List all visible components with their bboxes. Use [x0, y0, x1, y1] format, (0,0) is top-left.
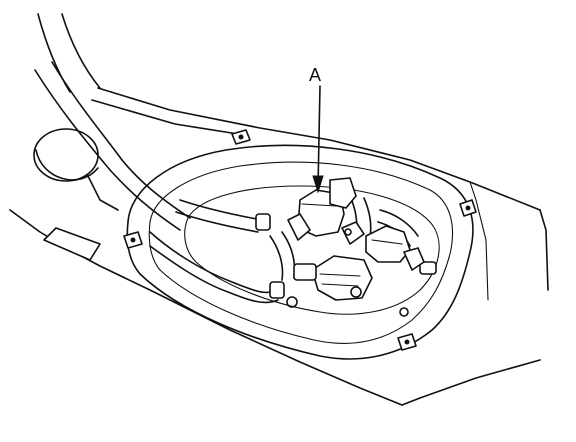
return-fitting [341, 221, 425, 271]
seat-mount-boss [33, 128, 99, 182]
bolt [459, 199, 477, 217]
callout-leader [312, 85, 324, 194]
callout-label-a: A [309, 65, 322, 85]
sender-connector [293, 255, 373, 301]
connector-a [269, 177, 357, 281]
side-rail [34, 61, 191, 231]
hose-clamps [255, 213, 437, 299]
bolt [123, 231, 143, 249]
access-opening [126, 144, 474, 360]
bolt [231, 129, 251, 145]
bolt [286, 296, 298, 308]
bolt [399, 307, 409, 317]
panel-slot [43, 227, 101, 261]
bolt [397, 333, 417, 351]
flange-bolts [123, 129, 477, 351]
